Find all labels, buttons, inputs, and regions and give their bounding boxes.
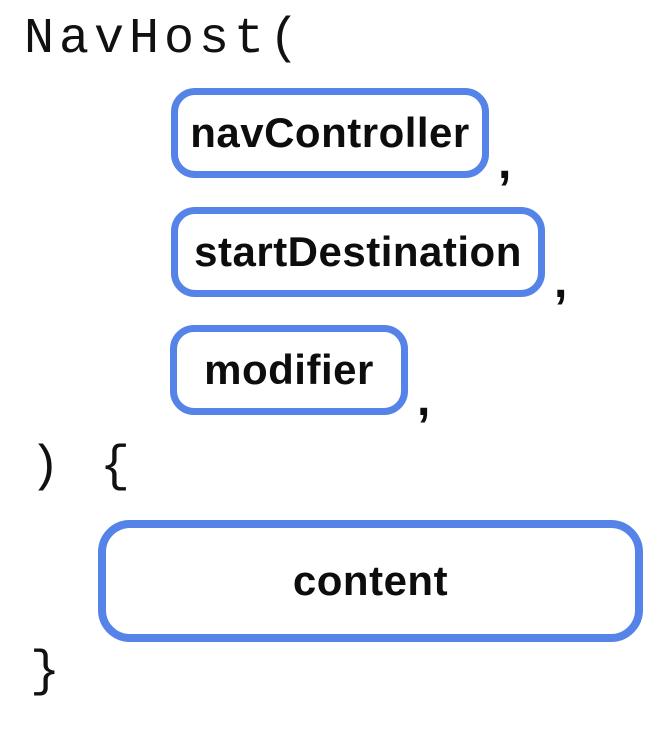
param-row-modifier: modifier , xyxy=(170,325,430,424)
param-chip-startdestination: startDestination xyxy=(171,207,545,297)
comma-after-navcontroller: , xyxy=(498,136,512,189)
param-label-modifier: modifier xyxy=(204,346,374,393)
content-label: content xyxy=(292,557,449,604)
param-row-startdestination: startDestination , xyxy=(171,207,567,306)
content-chip: content xyxy=(98,520,643,642)
param-chip-navcontroller: navController xyxy=(171,88,489,178)
code-token-navhost-open: NavHost( xyxy=(24,11,305,68)
comma-after-startdestination: , xyxy=(554,255,568,308)
comma-after-modifier: , xyxy=(417,373,431,426)
param-label-startdestination: startDestination xyxy=(194,228,522,275)
param-chip-modifier: modifier xyxy=(170,325,408,415)
param-row-navcontroller: navController , xyxy=(171,88,511,187)
code-token-close-brace: } xyxy=(30,644,66,701)
param-label-navcontroller: navController xyxy=(190,109,470,156)
code-token-close-paren-open-brace: ) { xyxy=(30,439,136,496)
